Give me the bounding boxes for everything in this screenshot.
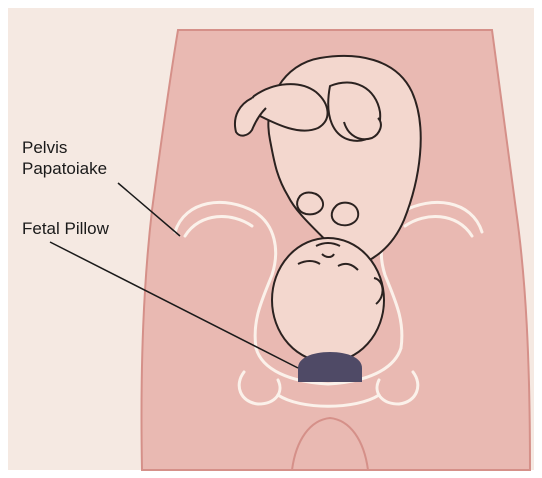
pelvis-label-line-1: Pelvis (22, 137, 107, 158)
fetal-pillow-label: Fetal Pillow (22, 218, 109, 239)
fetus-hand (332, 203, 358, 226)
pelvis-label-line-2: Papatoiake (22, 158, 107, 179)
fetal-pillow-device (298, 352, 362, 382)
fetus-arm (297, 193, 323, 215)
pelvis-label: Pelvis Papatoiake (22, 137, 107, 179)
